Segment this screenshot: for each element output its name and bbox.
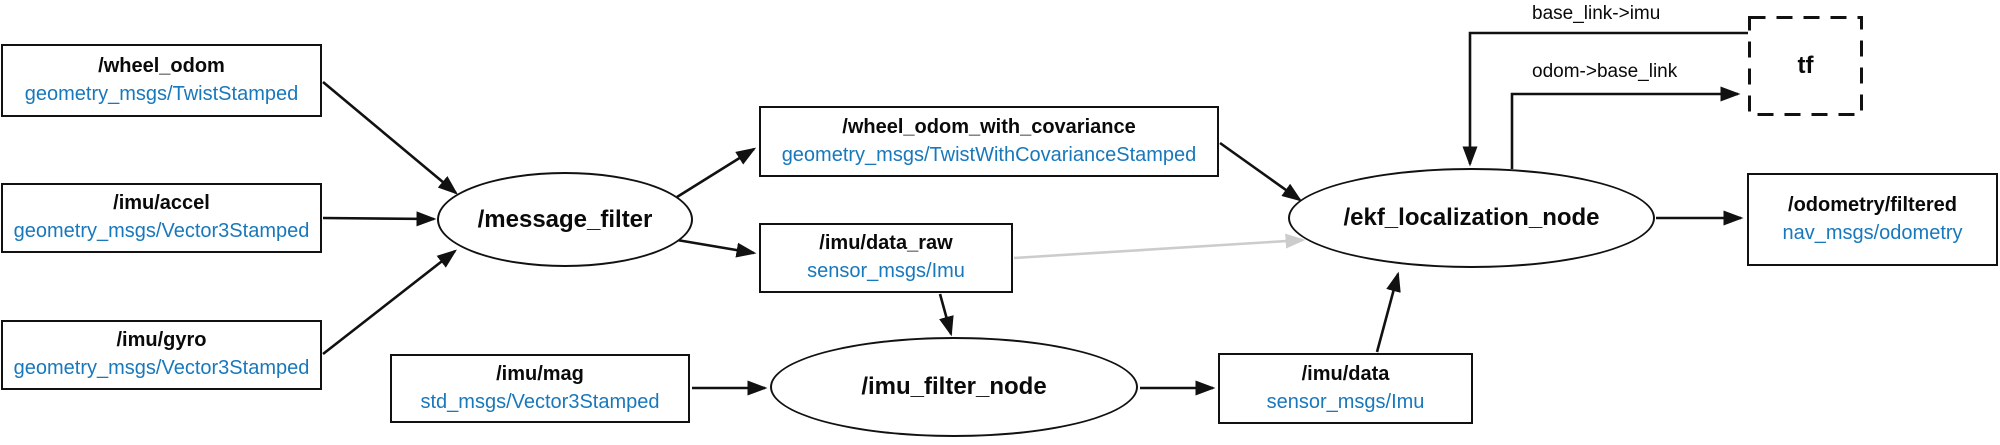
topic-name: /wheel_odom [98, 54, 225, 77]
tf-dashed-box: tf [1748, 16, 1863, 116]
topic-name: /imu/accel [113, 192, 210, 215]
topic-msg-type: sensor_msgs/Imu [1266, 390, 1425, 413]
edge-imu-gyro-to-message-filter [322, 249, 457, 356]
edge-imu-data-raw-to-ekf-faded [1013, 233, 1306, 260]
topic-name: /odometry/filtered [1788, 193, 1957, 216]
topic-msg-type: geometry_msgs/Vector3Stamped [13, 220, 310, 242]
topic-name: /imu/mag [496, 362, 584, 385]
topic-box-wheel-odom: /wheel_odom geometry_msgs/TwistStamped [1, 44, 322, 117]
topic-msg-type: nav_msgs/odometry [1782, 221, 1963, 244]
topic-name: /imu/gyro [116, 329, 207, 352]
edge-wheel-odom-to-message-filter [322, 81, 458, 195]
edge-message-filter-to-wheel-odom-with-covariance [676, 147, 757, 199]
node-ellipse-message-filter: /message_filter [437, 172, 693, 267]
topic-name: /wheel_odom_with_covariance [842, 115, 1136, 138]
edge-imu-data-to-ekf [1375, 271, 1401, 353]
node-ellipse-ekf-localization-node: /ekf_localization_node [1288, 168, 1655, 268]
edge-ekf-to-tf-odom-base-link [1510, 86, 1741, 169]
edge-imu-data-raw-to-imu-filter-node [938, 293, 954, 337]
topic-box-odometry-filtered: /odometry/filtered nav_msgs/odometry [1747, 173, 1998, 266]
node-ellipse-imu-filter-node: /imu_filter_node [770, 337, 1138, 437]
topic-box-imu-data-raw: /imu/data_raw sensor_msgs/Imu [759, 223, 1013, 293]
topic-name: /imu/data_raw [819, 232, 953, 255]
node-name: /message_filter [477, 205, 653, 233]
topic-box-imu-accel: /imu/accel geometry_msgs/Vector3Stamped [1, 183, 322, 253]
topic-msg-type: geometry_msgs/Vector3Stamped [13, 357, 310, 379]
edge-wheel-odom-with-covariance-to-ekf [1219, 141, 1303, 202]
node-name: /imu_filter_node [861, 373, 1047, 400]
edge-message-filter-to-imu-data-raw [676, 238, 757, 258]
edge-imu-accel-to-message-filter [322, 211, 437, 227]
topic-msg-type: std_msgs/Vector3Stamped [420, 390, 660, 413]
topic-name: /imu/data [1301, 362, 1390, 385]
edge-label-base-link-to-imu: base_link->imu [1532, 3, 1661, 24]
topic-msg-type: geometry_msgs/TwistStamped [24, 82, 299, 105]
topic-box-imu-gyro: /imu/gyro geometry_msgs/Vector3Stamped [1, 320, 322, 390]
tf-dashed-border [1748, 16, 1863, 116]
edge-tf-to-ekf-base-link-imu [1462, 31, 1748, 167]
edge-label-odom-to-base-link: odom->base_link [1532, 61, 1678, 82]
tf-label: tf [1797, 52, 1814, 79]
topic-msg-type: geometry_msgs/TwistWithCovarianceStamped [781, 143, 1197, 166]
topic-box-imu-data: /imu/data sensor_msgs/Imu [1218, 353, 1473, 424]
topic-box-wheel-odom-with-covariance: /wheel_odom_with_covariance geometry_msg… [759, 106, 1219, 177]
topic-box-imu-mag: /imu/mag std_msgs/Vector3Stamped [390, 354, 690, 423]
node-name: /ekf_localization_node [1343, 204, 1600, 231]
topic-msg-type: sensor_msgs/Imu [807, 260, 965, 282]
